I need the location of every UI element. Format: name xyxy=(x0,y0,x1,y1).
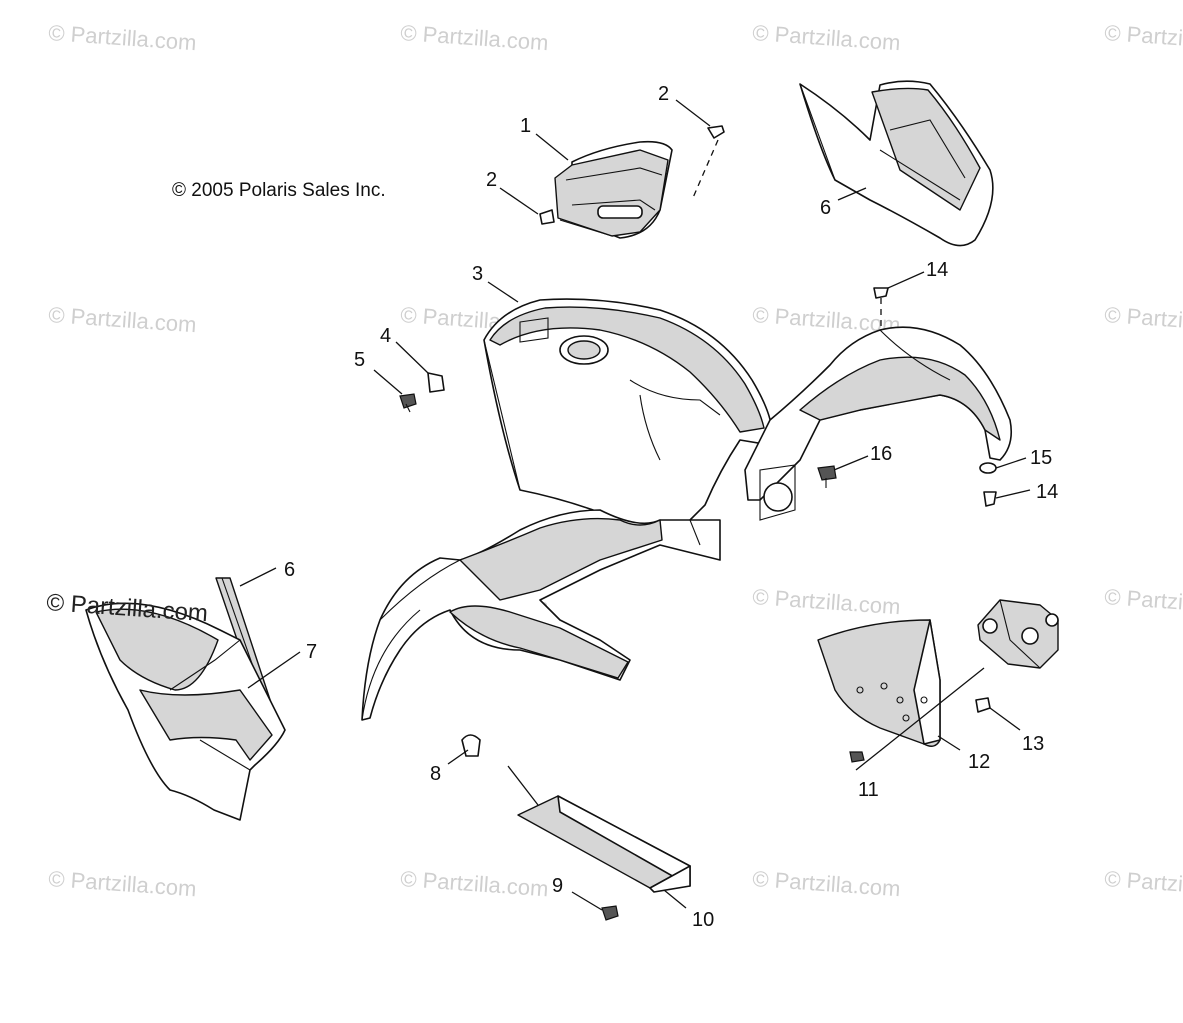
watermark-14: © Partzilla.com xyxy=(752,866,902,901)
callout-7: 7 xyxy=(306,641,317,663)
watermark-3: © Partzilla.com xyxy=(752,20,902,55)
watermark-15: © Partzilla.com xyxy=(1104,866,1183,901)
watermark-5: © Partzilla.com xyxy=(48,302,198,337)
part-9-screw xyxy=(601,905,619,921)
callout-4: 4 xyxy=(380,325,391,347)
watermark-10: © Partzilla.com xyxy=(752,584,902,619)
callout-2b: 2 xyxy=(486,169,497,191)
part-4-clip xyxy=(427,372,445,393)
callout-13: 13 xyxy=(1022,733,1044,755)
part-3-front-fender xyxy=(361,298,1013,721)
callout-14a: 14 xyxy=(926,259,948,281)
callout-2a: 2 xyxy=(658,83,669,105)
watermark-1: © Partzilla.com xyxy=(48,20,198,55)
watermark-4: © Partzilla.com xyxy=(1104,20,1183,55)
callout-6b: 6 xyxy=(284,559,295,581)
watermark-12: © Partzilla.com xyxy=(48,866,198,901)
callout-8: 8 xyxy=(430,763,441,785)
part-14-screws xyxy=(873,287,997,507)
watermark-13: © Partzilla.com xyxy=(400,866,550,901)
part-6-upper-panel xyxy=(799,80,994,247)
callout-9: 9 xyxy=(552,875,563,897)
callout-14b: 14 xyxy=(1036,481,1058,503)
callout-5: 5 xyxy=(354,349,365,371)
part-1-pod-cover xyxy=(554,140,673,239)
part-16-screw xyxy=(817,465,837,488)
part-13-screw xyxy=(975,697,991,713)
callout-1: 1 xyxy=(520,115,531,137)
part-5-screw xyxy=(399,393,417,413)
callout-6a: 6 xyxy=(820,197,831,219)
callout-11: 11 xyxy=(858,779,879,801)
watermark-2: © Partzilla.com xyxy=(400,20,550,55)
part-7-side-panel xyxy=(85,602,286,821)
callout-3: 3 xyxy=(472,263,483,285)
part-switch-block xyxy=(977,599,1059,669)
callout-16: 16 xyxy=(870,443,892,465)
part-12-bracket xyxy=(817,619,941,747)
part-15-washer xyxy=(979,462,997,474)
watermark-11: © Partzilla.com xyxy=(1104,584,1183,619)
watermark-8: © Partzilla.com xyxy=(1104,302,1183,337)
part-10-bracket xyxy=(517,795,691,893)
watermark-strong: © Partzilla.com xyxy=(46,589,209,627)
leader-lines xyxy=(239,99,1031,911)
part-2-screws xyxy=(539,125,725,225)
callout-15: 15 xyxy=(1030,447,1052,469)
callout-numbers: 1 2 2 3 4 5 6 6 7 8 9 10 11 12 13 14 14 … xyxy=(284,83,1058,931)
part-11-nut xyxy=(849,751,865,763)
copyright-notice: © 2005 Polaris Sales Inc. xyxy=(172,180,386,201)
callout-10: 10 xyxy=(692,909,714,931)
callout-12: 12 xyxy=(968,751,990,773)
